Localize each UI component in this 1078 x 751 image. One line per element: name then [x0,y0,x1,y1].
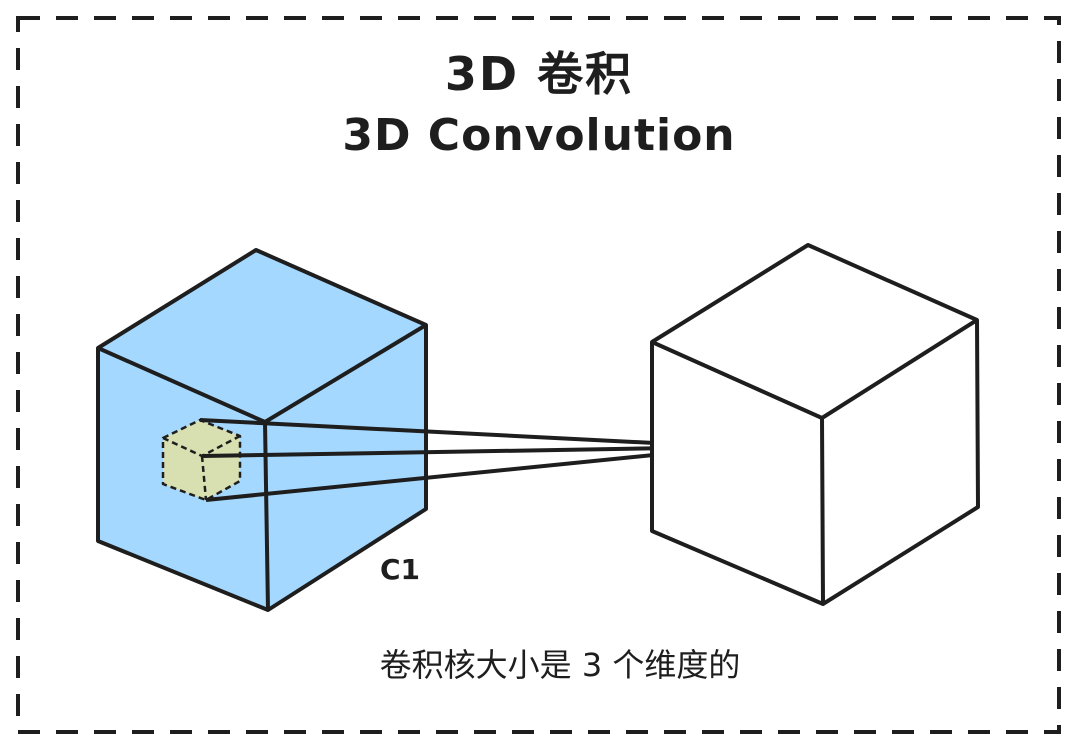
projection-line-top [199,418,734,449]
projection-line-middle [201,445,734,458]
kernel-cube [161,418,242,502]
input-cube-face [96,248,428,612]
output-cube-front-edge [820,417,825,605]
kernel-cube-front-edge [200,455,208,501]
title-chinese: 3D 卷积 [444,47,634,101]
input-cube-label: C1 [380,553,421,586]
projection-lines [199,418,734,502]
title-english: 3D Convolution [342,110,736,161]
caption: 卷积核大小是 3 个维度的 [379,646,741,684]
output-cube-face [650,243,980,606]
projection-line-bottom [205,445,734,502]
output-cube [650,243,980,606]
